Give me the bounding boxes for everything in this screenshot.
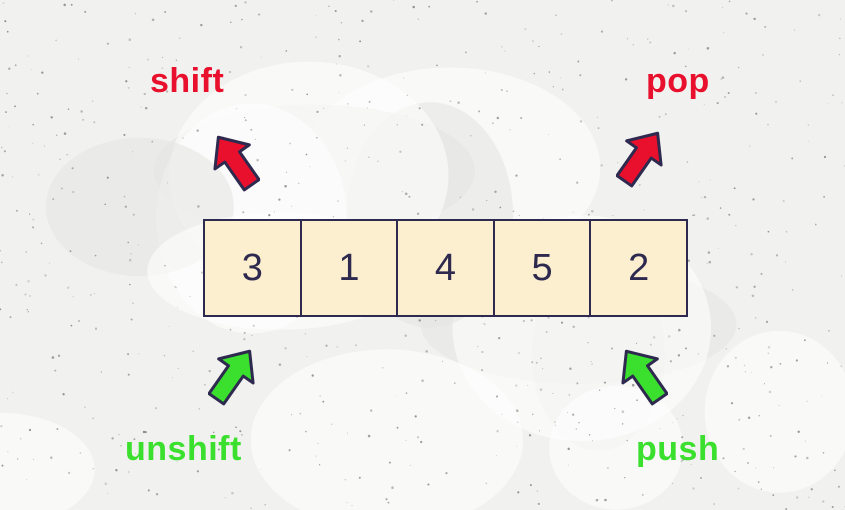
array-cell: 1	[301, 221, 399, 315]
shift-arrow-icon	[213, 135, 260, 192]
shift-label: shift	[150, 62, 225, 100]
unshift-arrow-icon	[208, 349, 255, 406]
pop-label: pop	[646, 62, 710, 100]
array-cell: 2	[591, 221, 686, 315]
array-cell: 3	[205, 221, 302, 315]
push-label: push	[636, 430, 720, 468]
unshift-label: unshift	[125, 430, 242, 468]
array-cell: 4	[398, 221, 495, 315]
array-cell: 5	[494, 221, 592, 315]
push-arrow-icon	[621, 349, 668, 406]
array-box: 3 1 4 5 2	[203, 219, 688, 317]
pop-arrow-icon	[616, 131, 663, 188]
